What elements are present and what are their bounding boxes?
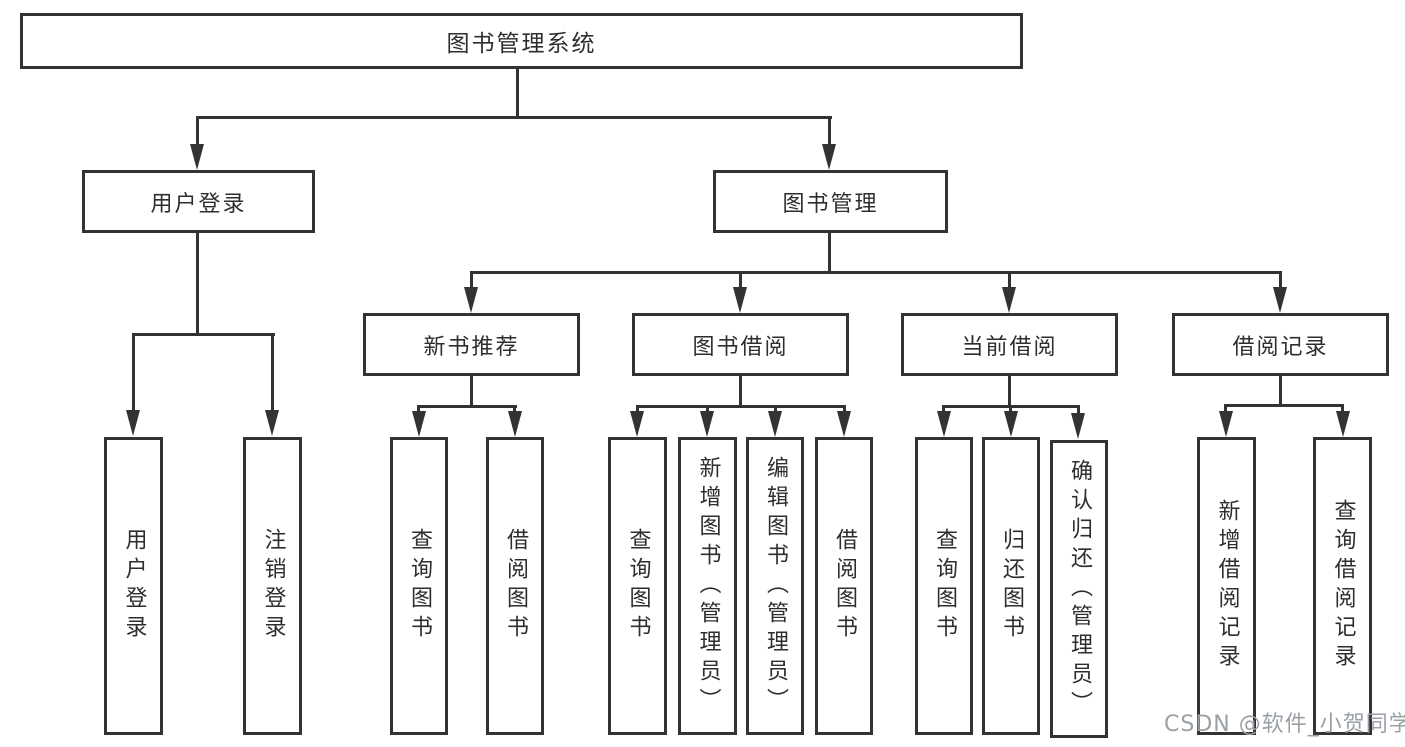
connector-stem-nb-borrow bbox=[513, 405, 516, 416]
leaf-return-books: 归还图书 bbox=[982, 437, 1040, 735]
csdn-watermark: CSDN @软件_小贺同学 bbox=[1164, 712, 1405, 737]
connector-stem-leaf-logout bbox=[271, 333, 274, 413]
arrowhead-bb-add bbox=[700, 411, 714, 437]
leaf-user-login: 用户登录 bbox=[104, 437, 163, 735]
connector-stem-br-query bbox=[1341, 404, 1344, 416]
connector-user-login-drop bbox=[196, 233, 199, 336]
connector-stem-br-add bbox=[1224, 404, 1227, 416]
connector-level1-branch bbox=[196, 116, 832, 119]
connector-records-drop bbox=[1279, 375, 1282, 407]
leaf-borrow-books-recommend: 借阅图书 bbox=[486, 437, 544, 735]
arrowhead-cb-return bbox=[1004, 411, 1018, 437]
connector-stem-book-management bbox=[828, 116, 831, 148]
connector-stem-book-borrowing bbox=[739, 271, 742, 291]
connector-stem-bb-edit bbox=[774, 405, 777, 416]
connector-stem-current-borrowing bbox=[1008, 271, 1011, 291]
leaf-query-borrow-record: 查询借阅记录 bbox=[1313, 437, 1372, 735]
node-user-login: 用户登录 bbox=[82, 170, 315, 233]
leaf-query-books-recommend: 查询图书 bbox=[390, 437, 448, 735]
connector-stem-new-book bbox=[470, 271, 473, 291]
leaf-query-books-borrowing: 查询图书 bbox=[608, 437, 667, 735]
connector-stem-cb-return bbox=[1009, 405, 1012, 416]
leaf-confirm-return-admin: 确认归还（管理员） bbox=[1050, 440, 1108, 738]
node-library-system: 图书管理系统 bbox=[20, 13, 1023, 69]
arrowhead-nb-borrow bbox=[508, 411, 522, 437]
connector-new-book-drop bbox=[470, 375, 473, 408]
connector-root-drop bbox=[516, 68, 519, 119]
leaf-add-books-admin: 新增图书（管理员） bbox=[678, 437, 737, 735]
arrowhead-nb-query bbox=[412, 411, 426, 437]
connector-stem-cb-confirm bbox=[1077, 405, 1080, 416]
arrowhead-current-borrowing bbox=[1002, 287, 1016, 313]
arrowhead-book-borrowing bbox=[733, 287, 747, 313]
leaf-add-borrow-record: 新增借阅记录 bbox=[1197, 437, 1256, 735]
leaf-query-books-current: 查询图书 bbox=[915, 437, 973, 735]
leaf-logout: 注销登录 bbox=[243, 437, 302, 735]
arrowhead-bb-borrow bbox=[837, 411, 851, 437]
connector-stem-user-login bbox=[196, 116, 199, 148]
arrowhead-br-add bbox=[1219, 411, 1233, 437]
arrowhead-cb-query bbox=[937, 411, 951, 437]
connector-stem-cb-query bbox=[942, 405, 945, 416]
node-book-borrowing: 图书借阅 bbox=[632, 313, 849, 376]
connector-stem-leaf-login bbox=[132, 333, 135, 413]
arrowhead-br-query bbox=[1336, 411, 1350, 437]
node-new-book-recommendation: 新书推荐 bbox=[363, 313, 580, 376]
arrowhead-leaf-logout bbox=[265, 410, 279, 436]
connector-stem-bb-borrow bbox=[843, 405, 846, 416]
connector-stem-bb-add bbox=[706, 405, 709, 416]
connector-current-drop bbox=[1008, 375, 1011, 408]
arrowhead-user-login bbox=[190, 144, 204, 170]
arrowhead-bb-edit bbox=[768, 411, 782, 437]
connector-records-branch bbox=[1224, 404, 1344, 407]
leaf-borrow-books-borrowing: 借阅图书 bbox=[815, 437, 873, 735]
connector-user-login-branch bbox=[132, 333, 275, 336]
connector-stem-nb-query bbox=[417, 405, 420, 416]
connector-stem-borrowing-records bbox=[1279, 271, 1282, 291]
connector-stem-bb-query bbox=[636, 405, 639, 416]
arrowhead-new-book bbox=[464, 287, 478, 313]
leaf-edit-books-admin: 编辑图书（管理员） bbox=[746, 437, 804, 735]
arrowhead-book-management bbox=[822, 144, 836, 170]
connector-new-book-branch bbox=[417, 405, 517, 408]
connector-book-management-drop bbox=[828, 233, 831, 274]
node-book-management: 图书管理 bbox=[713, 170, 948, 233]
node-current-borrowing: 当前借阅 bbox=[901, 313, 1118, 376]
connector-borrowing-branch bbox=[636, 405, 846, 408]
arrowhead-borrowing-records bbox=[1273, 287, 1287, 313]
arrowhead-leaf-login bbox=[126, 410, 140, 436]
arrowhead-cb-confirm bbox=[1071, 413, 1085, 439]
arrowhead-bb-query bbox=[630, 411, 644, 437]
connector-level2-branch bbox=[470, 271, 1282, 274]
node-borrowing-records: 借阅记录 bbox=[1172, 313, 1389, 376]
connector-borrowing-drop bbox=[739, 375, 742, 408]
